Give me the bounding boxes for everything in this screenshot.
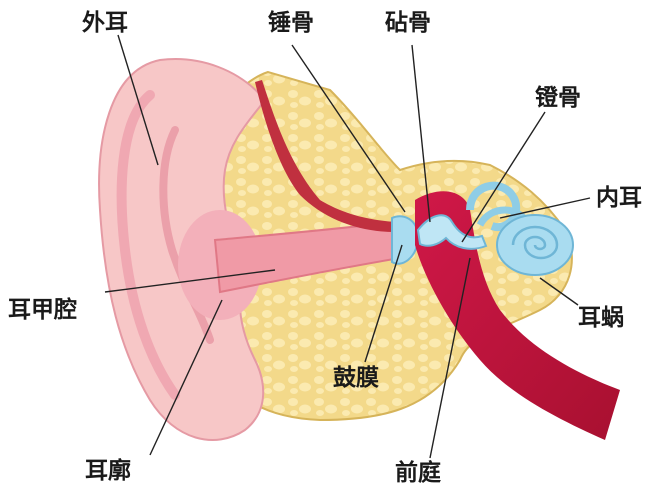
label-outer-ear: 外耳 xyxy=(82,9,128,36)
label-vestibule: 前庭 xyxy=(395,459,441,486)
ossicles-shape xyxy=(416,214,488,250)
leader-lines xyxy=(104,34,591,459)
line-concha xyxy=(104,269,276,293)
cochlea-spiral xyxy=(511,225,559,260)
label-cochlea: 耳蜗 xyxy=(578,304,624,331)
muscle-band xyxy=(255,80,395,232)
label-inner-ear: 内耳 xyxy=(596,185,642,211)
line-incus xyxy=(411,44,431,223)
line-eardrum xyxy=(364,244,403,363)
label-malleus: 锤骨 xyxy=(268,9,314,36)
line-outer-ear xyxy=(117,34,159,166)
label-eardrum: 鼓膜 xyxy=(333,365,379,391)
line-stapes xyxy=(461,111,546,243)
line-inner-ear xyxy=(499,197,591,219)
auricle-helix-fold xyxy=(116,90,180,400)
label-incus: 砧骨 xyxy=(385,10,431,36)
label-concha: 耳甲腔 xyxy=(8,296,77,323)
line-auricle xyxy=(149,299,223,456)
line-cochlea xyxy=(539,277,579,306)
tube-shape xyxy=(415,191,620,440)
label-auricle: 耳廓 xyxy=(85,457,131,484)
line-malleus xyxy=(291,44,406,213)
line-vestibule xyxy=(429,257,471,459)
label-stapes: 镫骨 xyxy=(535,84,581,111)
